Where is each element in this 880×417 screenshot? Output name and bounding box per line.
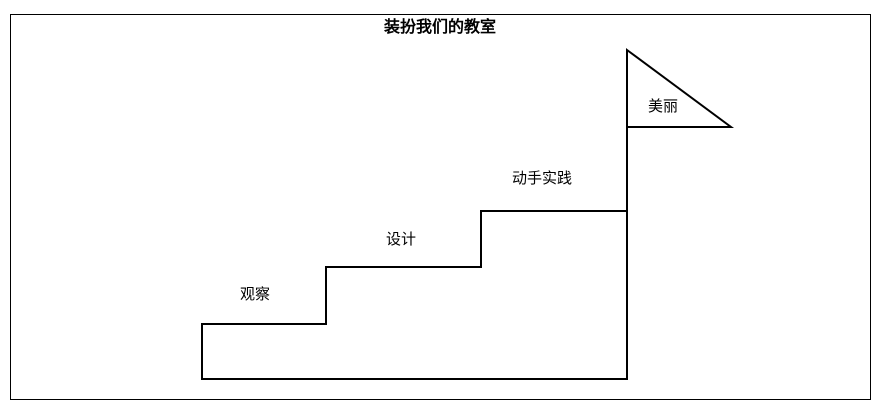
diagram-frame: [10, 14, 871, 400]
flag-label: 美丽: [648, 97, 679, 115]
flag-triangle: [626, 48, 735, 128]
diagram-title: 装扮我们的教室: [383, 17, 496, 36]
step-label-design: 设计: [386, 230, 417, 248]
staircase-outline: [201, 210, 628, 380]
step-label-practice: 动手实践: [512, 169, 573, 187]
step-label-observe: 观察: [240, 285, 271, 303]
